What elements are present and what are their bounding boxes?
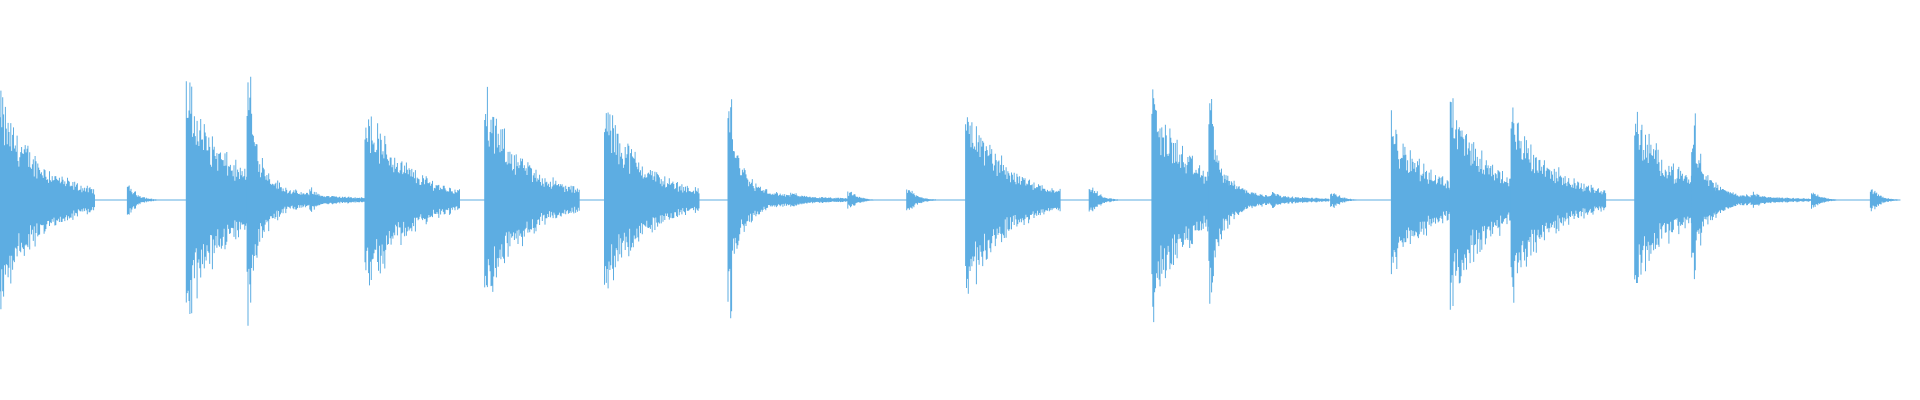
waveform-hit: [1811, 192, 1842, 209]
waveform-hit: [790, 192, 821, 207]
waveform-hit: [1330, 193, 1361, 208]
waveform-hit: [906, 189, 937, 211]
waveform-hit: [1752, 191, 1783, 208]
waveform-hit: [965, 117, 1061, 294]
waveform-hit: [1271, 192, 1302, 208]
waveform-hit: [604, 112, 700, 289]
waveform-hit: [246, 76, 368, 326]
waveform-hit: [1510, 107, 1607, 303]
waveform-hit: [1869, 189, 1901, 212]
waveform-hit: [484, 86, 580, 292]
waveform-hit: [309, 187, 340, 212]
waveform-hits: [0, 76, 1901, 326]
waveform-hit: [847, 191, 878, 209]
waveform-hit: [727, 99, 849, 319]
waveform-hit: [1691, 113, 1812, 280]
waveform-hit: [1208, 99, 1330, 304]
waveform-hit: [364, 116, 460, 286]
waveform-hit: [0, 90, 95, 310]
waveform-hit: [126, 185, 158, 215]
waveform-hit: [1088, 187, 1120, 212]
